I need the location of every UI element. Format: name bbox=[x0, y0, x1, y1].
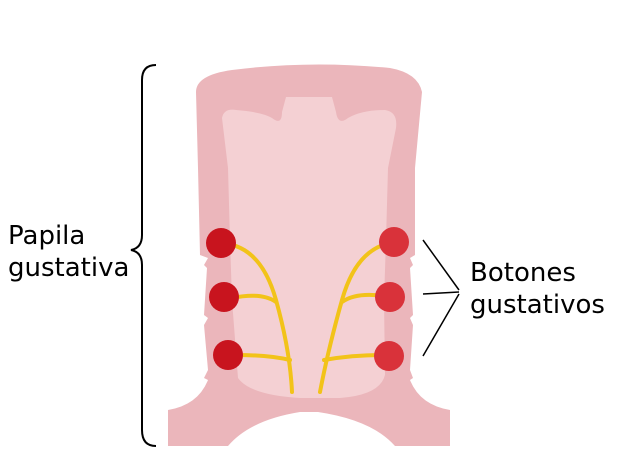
pointer-bottom bbox=[422, 293, 460, 357]
label-botones-line2: gustativos bbox=[470, 290, 605, 320]
taste-bud-right-mid bbox=[375, 282, 405, 312]
label-botones-line1: Botones bbox=[470, 258, 576, 288]
papilla-brace bbox=[130, 64, 157, 447]
papilla-inner-core bbox=[222, 97, 397, 398]
taste-bud-left-bottom bbox=[213, 340, 243, 370]
taste-bud-left-mid bbox=[209, 282, 239, 312]
label-papila-line2: gustativa bbox=[8, 253, 130, 283]
taste-bud-left-top bbox=[206, 228, 236, 258]
pointer-mid bbox=[422, 291, 460, 295]
taste-bud-right-bottom bbox=[374, 341, 404, 371]
taste-bud-right-top bbox=[379, 227, 409, 257]
label-botones-gustativos: Botones gustativos bbox=[470, 257, 605, 321]
taste-buds bbox=[206, 227, 409, 371]
taste-bud-pointers bbox=[422, 239, 460, 357]
label-papila-line1: Papila bbox=[8, 221, 86, 251]
label-papila-gustativa: Papila gustativa bbox=[8, 220, 129, 284]
pointer-top bbox=[422, 239, 460, 291]
